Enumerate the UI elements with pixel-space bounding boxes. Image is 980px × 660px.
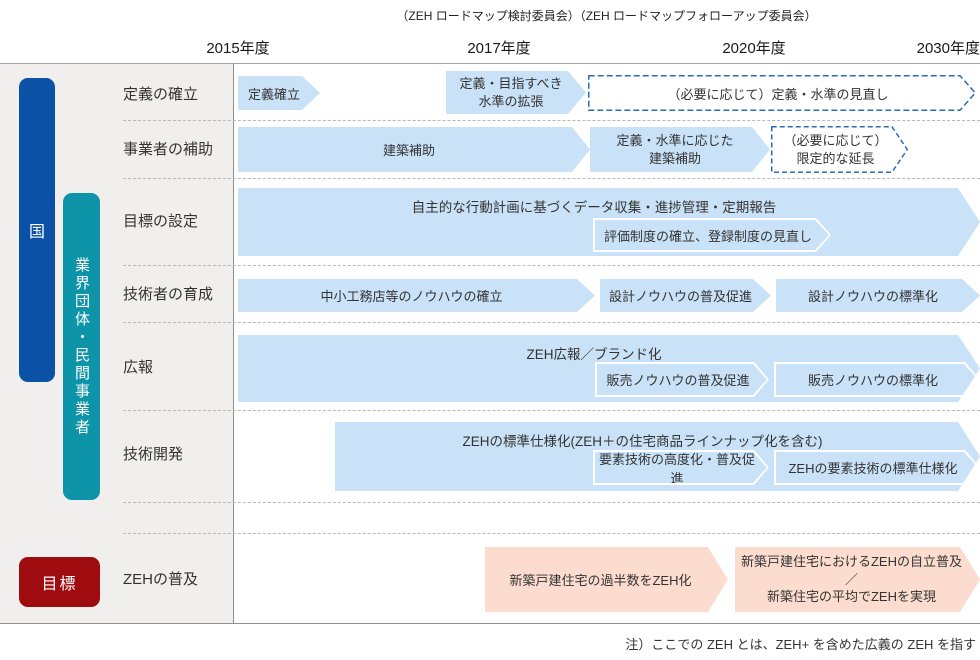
bar-definition-review: （必要に応じて）定義・水準の見直し: [588, 75, 976, 111]
bar-tech-main: ZEHの標準仕様化(ZEH＋の住宅商品ラインナップ化を含む) 要素技術の高度化・…: [335, 422, 980, 491]
dashed-arrow-outline: [771, 126, 908, 173]
year-label-2030: 2030年度: [916, 40, 980, 57]
bar-subsidy-by-level: 定義・水準に応じた 建築補助: [590, 127, 770, 172]
actor-national-label: 国: [28, 224, 45, 241]
row-label-engineers: 技術者の育成: [123, 286, 214, 303]
year-label-2020: 2020年度: [722, 40, 786, 57]
row-label-subsidy: 事業者の補助: [123, 141, 214, 158]
footnote: 注）ここでの ZEH とは、ZEH+ を含めた広義の ZEH を指す: [625, 637, 976, 652]
row-label-definition: 定義の確立: [123, 86, 199, 103]
bar-subsidy-extension: （必要に応じて） 限定的な延長: [771, 126, 908, 173]
row-separator: [123, 322, 980, 323]
bar-engineers-knowhow: 中小工務店等のノウハウの確立: [238, 279, 595, 312]
actor-goal-label: 目標: [41, 576, 78, 593]
row-separator: [123, 120, 980, 121]
bar-engineers-design-spread: 設計ノウハウの普及促進: [600, 279, 771, 312]
row-separator: [123, 533, 980, 534]
row-separator: [123, 502, 980, 503]
actor-industry-pill: 業界団体・民間事業者: [63, 193, 100, 500]
dashed-arrow-outline: [588, 75, 976, 111]
bar-pr-main: ZEH広報／ブランド化 販売ノウハウの普及促進 販売ノウハウの標準化: [238, 335, 980, 402]
bar-pr-sales-standard: 販売ノウハウの標準化: [774, 362, 980, 397]
bar-text: 定義・水準に応じた 建築補助: [616, 132, 734, 166]
bar-text: 評価制度の確立、登録制度の見直し: [595, 220, 829, 250]
bar-text: （必要に応じて） 限定的な延長: [783, 132, 888, 166]
bar-title-text: ZEHの標準仕様化(ZEH＋の住宅商品ラインナップ化を含む): [462, 434, 823, 449]
bar-text: 定義確立: [247, 86, 300, 102]
bar-tech-element-upgrade: 要素技術の高度化・普及促進: [593, 450, 769, 485]
bar-text: 新築戸建住宅の過半数をZEH化: [509, 573, 692, 588]
row-label-pr: 広報: [123, 359, 154, 376]
bar-text: 設計ノウハウの普及促進: [608, 289, 752, 304]
year-label-2015: 2015年度: [206, 40, 270, 57]
row-separator: [123, 410, 980, 411]
bar-tech-element-standard: ZEHの要素技術の標準仕様化: [774, 450, 980, 485]
bar-text: ZEHの要素技術の標準仕様化: [776, 452, 978, 483]
bar-definition-establish: 定義確立: [238, 76, 320, 110]
bar-text: 販売ノウハウの標準化: [776, 364, 978, 395]
row-label-target: 目標の設定: [123, 213, 199, 230]
bar-spread-half-by-2020: 新築戸建住宅の過半数をZEH化: [485, 547, 728, 612]
bar-title-text: 自主的な行動計画に基づくデータ収集・進捗管理・定期報告: [411, 200, 777, 215]
bar-text: 設計ノウハウの標準化: [807, 289, 938, 304]
actor-national-pill: 国: [19, 78, 55, 382]
year-label-2017: 2017年度: [467, 40, 531, 57]
row-separator: [123, 178, 980, 179]
bar-text: 定義・目指すべき 水準の拡張: [459, 75, 563, 109]
bar-engineers-design-standard: 設計ノウハウの標準化: [776, 279, 980, 312]
chart-left-boundary-line: [233, 63, 234, 623]
actor-industry-label: 業界団体・民間事業者: [73, 256, 90, 437]
bottom-border-line: [0, 623, 980, 624]
bar-subsidy-construction: 建築補助: [238, 127, 590, 172]
row-label-spread: ZEHの普及: [123, 571, 199, 588]
bar-spread-goal-2030: 新築戸建住宅におけるZEHの自立普及／ 新築住宅の平均でZEHを実現: [735, 547, 980, 612]
row-separator: [123, 265, 980, 266]
bar-target-evaluation: 評価制度の確立、登録制度の見直し: [593, 218, 831, 252]
top-border-line: [0, 63, 980, 64]
bar-text: （必要に応じて）定義・水準の見直し: [667, 86, 889, 102]
bar-text: 要素技術の高度化・普及促進: [595, 452, 767, 483]
bar-text: 建築補助: [382, 143, 435, 158]
bar-text: 新築戸建住宅におけるZEHの自立普及／ 新築住宅の平均でZEHを実現: [740, 554, 962, 605]
bar-target-main: 自主的な行動計画に基づくデータ収集・進捗管理・定期報告 評価制度の確立、登録制度…: [238, 188, 980, 256]
bar-text: 中小工務店等のノウハウの確立: [320, 289, 503, 304]
row-label-tech: 技術開発: [123, 446, 184, 463]
bar-definition-expand: 定義・目指すべき 水準の拡張: [446, 71, 586, 114]
bar-text: 販売ノウハウの普及促進: [597, 364, 767, 395]
bar-title-text: ZEH広報／ブランド化: [526, 347, 662, 362]
committee-header: （ZEH ロードマップ検討委員会）（ZEH ロードマップフォローアップ委員会）: [396, 9, 817, 23]
bar-pr-sales-spread: 販売ノウハウの普及促進: [595, 362, 769, 397]
actor-goal-pill: 目標: [19, 557, 100, 607]
